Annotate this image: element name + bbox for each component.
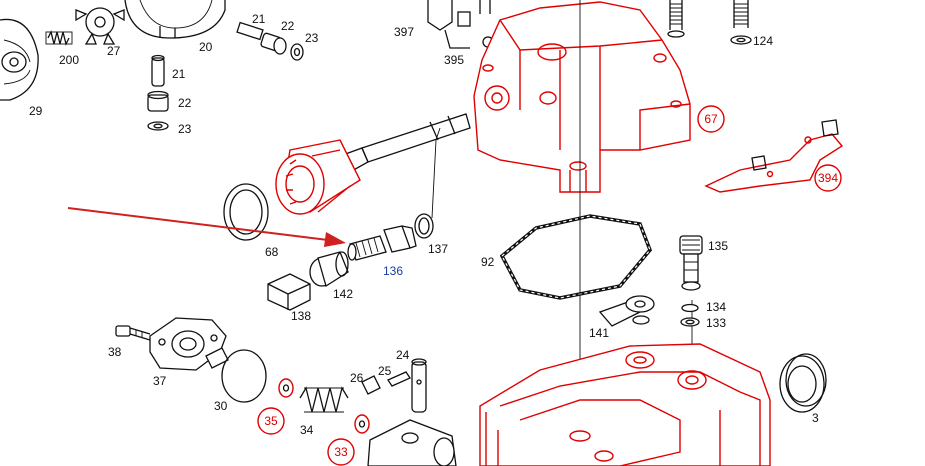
label-92: 92 xyxy=(481,255,495,269)
label-21-upper: 21 xyxy=(252,12,266,26)
label-22-lower: 22 xyxy=(178,96,192,110)
label-34: 34 xyxy=(300,423,314,437)
label-397: 397 xyxy=(394,25,414,39)
label-394: 394 xyxy=(818,171,838,185)
leader-137-shaft xyxy=(431,127,441,219)
label-30: 30 xyxy=(214,399,228,413)
label-25: 25 xyxy=(378,364,392,378)
part-34-spring xyxy=(299,386,349,413)
label-21-lower: 21 xyxy=(172,67,186,81)
label-29: 29 xyxy=(29,104,43,118)
part-26-cap xyxy=(361,375,381,395)
label-68: 68 xyxy=(265,245,279,259)
part-134-washer xyxy=(681,303,699,313)
callout-circle-67 xyxy=(697,105,725,133)
part-24-plunger xyxy=(411,358,427,413)
part-142-sleeve xyxy=(309,251,349,288)
label-20: 20 xyxy=(199,40,213,54)
part-3-seal xyxy=(779,353,827,413)
label-141: 141 xyxy=(589,326,609,340)
label-137: 137 xyxy=(428,242,448,256)
part-138-nut xyxy=(267,273,311,311)
part-29-cover xyxy=(0,18,39,101)
part-38-screw xyxy=(115,325,151,341)
drive-shaft xyxy=(339,113,471,173)
label-136: 136 xyxy=(383,264,403,278)
label-142: 142 xyxy=(333,287,353,301)
callout-arrow xyxy=(67,207,346,247)
part-124-studs xyxy=(667,0,752,45)
part-133-washer xyxy=(680,317,700,327)
label-22-upper: 22 xyxy=(281,19,295,33)
part-135-valve xyxy=(679,235,703,291)
part-37-flange xyxy=(149,317,229,371)
label-134: 134 xyxy=(706,300,726,314)
label-38: 38 xyxy=(108,345,122,359)
part-137-oring xyxy=(414,213,434,239)
label-67: 67 xyxy=(704,112,718,126)
callout-circle-33 xyxy=(327,438,355,466)
part-136-fitting xyxy=(347,225,417,261)
label-35: 35 xyxy=(264,414,278,428)
part-lower-block xyxy=(367,419,457,466)
callout-circle-394 xyxy=(814,164,842,192)
part-141-bracket xyxy=(598,295,655,327)
label-124: 124 xyxy=(753,34,773,48)
label-395: 395 xyxy=(444,53,464,67)
parts-21-22-23-lower xyxy=(147,54,169,131)
label-23-lower: 23 xyxy=(178,122,192,136)
part-20-housing xyxy=(124,0,226,39)
part-92-gasket xyxy=(499,214,653,300)
part-27-vane-rotor xyxy=(75,7,125,45)
part-30-oring xyxy=(221,349,267,403)
label-24: 24 xyxy=(396,348,410,362)
part-394-lever-plate xyxy=(704,119,844,193)
part-33-washer xyxy=(354,414,370,434)
label-26: 26 xyxy=(350,371,364,385)
label-33: 33 xyxy=(334,445,348,459)
label-3: 3 xyxy=(812,411,819,425)
label-133: 133 xyxy=(706,316,726,330)
callout-circle-35 xyxy=(257,407,285,435)
label-138: 138 xyxy=(291,309,311,323)
part-67-governor-cover xyxy=(473,1,691,193)
label-23-upper: 23 xyxy=(305,31,319,45)
part-35-washer xyxy=(278,378,294,398)
drive-coupling-red xyxy=(275,139,361,215)
label-200: 200 xyxy=(59,53,79,67)
label-135: 135 xyxy=(708,239,728,253)
parts-21-22-23-upper xyxy=(236,21,304,61)
part-68-seal-ring xyxy=(223,183,269,241)
part-397-bracket xyxy=(427,0,494,49)
part-25-pin xyxy=(387,371,411,387)
label-27: 27 xyxy=(107,44,121,58)
pump-housing-lower xyxy=(479,343,771,466)
part-200-spring xyxy=(45,30,73,46)
label-37: 37 xyxy=(153,374,167,388)
